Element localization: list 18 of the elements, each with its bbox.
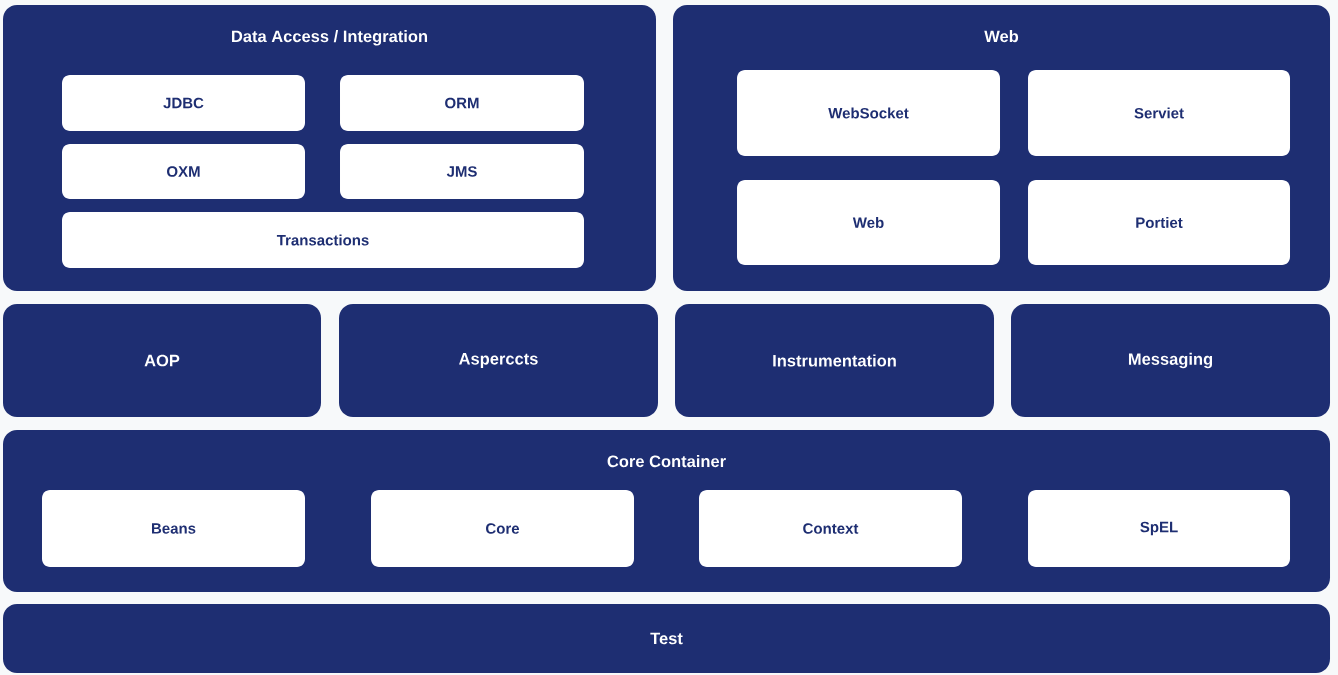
module-box: Context <box>699 490 962 567</box>
module-box: Web <box>737 180 1000 265</box>
module-box: Instrumentation <box>675 304 994 417</box>
module-box: Portiet <box>1028 180 1290 265</box>
module-box: ORM <box>340 75 584 131</box>
module-box: SpEL <box>1028 490 1290 567</box>
module-box: Core <box>371 490 634 567</box>
module-box: JMS <box>340 144 584 199</box>
module-box: Asperccts <box>339 304 658 417</box>
module-box: JDBC <box>62 75 305 131</box>
module-box: WebSocket <box>737 70 1000 156</box>
module-box: Transactions <box>62 212 584 268</box>
module-box: OXM <box>62 144 305 199</box>
module-box: AOP <box>3 304 321 417</box>
module-box: Serviet <box>1028 70 1290 156</box>
module-box: Test <box>3 604 1330 673</box>
module-box: Messaging <box>1011 304 1330 417</box>
module-box: Beans <box>42 490 305 567</box>
